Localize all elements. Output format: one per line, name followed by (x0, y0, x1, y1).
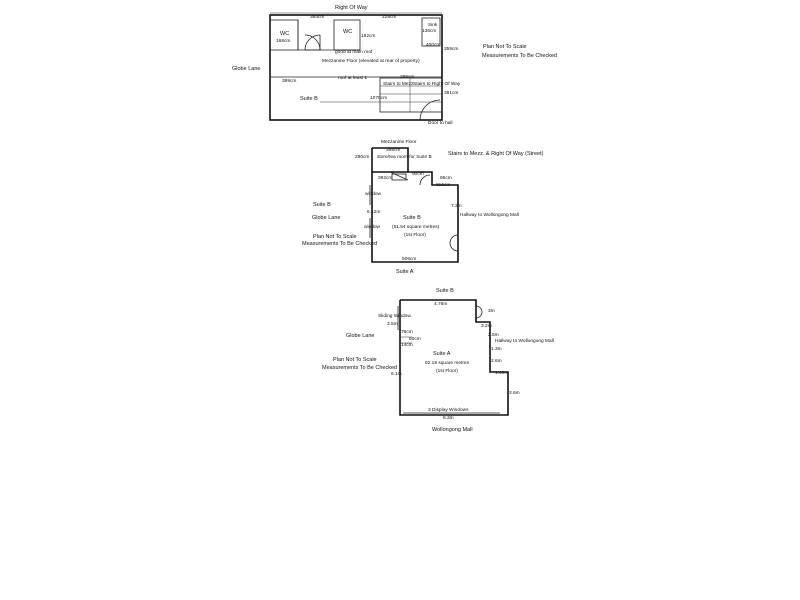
plan2-window-top-label: window (365, 191, 382, 197)
plan3-room-floor: (1st Floor) (436, 368, 458, 374)
plan3-dim-13: 1.3m (491, 346, 502, 352)
plan1-stairs-row: Stairs to Right Of Way (413, 81, 461, 87)
plan2-door-right (449, 234, 459, 252)
plan2-dim-816: 816cm (436, 182, 450, 188)
plan2-measurements: Measurements To Be Checked (302, 241, 377, 247)
plan1-dim-top-right: 228cm (382, 14, 396, 20)
plan1-door-swing-left (304, 34, 321, 51)
plan2-mezz-floor: Mezzanine Floor (381, 139, 417, 145)
plan1-mezz-note: Mezzanine Floor (elevated at rear of pro… (322, 58, 420, 64)
plan3-door-top (475, 305, 483, 319)
plan3-dim-35: 3.5m (387, 321, 398, 327)
plan2-room-floor: (1st Floor) (404, 232, 426, 238)
plan1-stairs (379, 77, 443, 113)
plan3-not-to-scale: Plan Not To Scale (333, 357, 377, 363)
plan1-not-to-scale: Plan Not To Scale (483, 44, 527, 50)
plan2-dim-86: 86cm (440, 175, 452, 181)
plan1-dim-top-left: 384cm (310, 14, 324, 20)
plan2-dim-506: 506cm (402, 256, 416, 262)
plan1-dim-381: 381cm (444, 90, 458, 96)
plan1-dim-1070: 1070cm (370, 95, 387, 101)
plan2-outline (371, 147, 459, 263)
plan3-dim-25: 2.5m (488, 332, 499, 338)
plan2-inner-ledge (389, 171, 409, 181)
plan1-door-swing-right (304, 34, 321, 51)
plan1-globe-lane: Globe Lane (232, 66, 260, 72)
plan1-wc-right-label: WC (343, 29, 352, 35)
plan2-dim-612: 6.12m (367, 209, 380, 215)
plan3-dim-476: 4.76m (434, 301, 447, 307)
plan3-dim-26: 2.6m (491, 358, 502, 364)
plan3-dim-3m: 3m (488, 308, 495, 314)
plan1-sink-box (421, 17, 441, 47)
plan3-dim-61: 6.1m (391, 371, 402, 377)
plan2-room-area: (51.54 square metres) (392, 224, 440, 230)
plan2-stairs-street: Stairs to Mezz. & Right Of Way (Street) (448, 151, 544, 157)
plan3-sliding-window-label: Sliding Window (378, 313, 411, 319)
plan1-roof-light: roof at least 1 (338, 75, 367, 81)
plan1-dim-wc: 168cm (276, 38, 290, 44)
plan2-dim-73: 7.3m (451, 203, 462, 209)
plan1-door-to-hall: Door to hall (428, 120, 453, 126)
plan2-hallway: Hallway to Wollongong Mall (460, 212, 519, 218)
plan1-dim-359: 359cm (444, 46, 458, 52)
plan1-main-roof: good at main roof (335, 49, 373, 55)
plan1-wc-left-label: WC (280, 31, 289, 37)
plan3-dim-140: 1.40m (495, 370, 508, 376)
plan2-window-bottom-label: window (364, 224, 381, 230)
plan1-right-of-way: Right Of Way (335, 5, 368, 11)
plan2-dim-392: 392cm (378, 175, 392, 181)
plan1-suite-b: Suite B (300, 96, 318, 102)
plan2-dim-290: 290cm (355, 154, 369, 160)
plan3-dim-36: 3.6m (509, 390, 520, 396)
plan-suite-b: Mezzanine Floor 398cm 290cm store/tea ro… (302, 139, 544, 275)
plan3-dim-63: 6.3m (443, 415, 454, 421)
plan2-suite-b-left: Suite B (313, 202, 331, 208)
plan1-sink: Sink (428, 22, 438, 28)
plan1-measurements: Measurements To Be Checked (482, 53, 557, 59)
plan2-not-to-scale: Plan Not To Scale (313, 234, 357, 240)
plan2-globe-lane: Globe Lane (312, 215, 340, 221)
plan3-display-windows-label: 3 Display Windows (428, 407, 469, 413)
plan2-suite-a: Suite A (396, 269, 414, 275)
plan3-measurements: Measurements To Be Checked (322, 365, 397, 371)
plan2-dim-398: 398cm (386, 147, 400, 153)
plan1-wc-right (333, 19, 361, 51)
plan3-outline (399, 299, 509, 416)
plan1-stairs-mezz: Stairs to Mezz (383, 81, 414, 87)
plan3-room-name: Suite A (433, 351, 451, 357)
plan3-room-area: 62.18 square metres (425, 360, 470, 366)
plan1-dim-400: 400cm (426, 42, 440, 48)
plan3-dim-32: 3.2m (481, 323, 492, 329)
plan1-dim-182: 182cm (361, 33, 375, 39)
plan3-dim-76: 76cm (401, 329, 413, 335)
plan2-wall-block (391, 173, 407, 181)
plan3-suite-b: Suite B (436, 288, 454, 294)
plan3-dim-14: 14cm (401, 342, 413, 348)
plan2-store-room: store/tea room for Suite B (377, 154, 432, 160)
plan1-outline (269, 14, 443, 121)
plan1-dim-sink: 136cm (422, 28, 436, 34)
plan1-dim-389: 389cm (282, 78, 296, 84)
plan2-dim-90: 90cm (412, 171, 424, 177)
plan-ground-floor: Right Of Way 384cm 228cm WC 168cm WC 182… (232, 5, 557, 126)
plan1-dim-269: 269cm (400, 74, 414, 80)
plan2-room-name: Suite B (403, 215, 421, 221)
plan2-door-top (419, 174, 431, 186)
plan3-dim-60: 60cm (409, 336, 421, 342)
plan3-globe-lane: Globe Lane (346, 333, 374, 339)
plan3-wollongong-mall: Wollongong Mall (432, 427, 473, 433)
plan3-hallway: Hallway to Wollongong Mall (495, 338, 554, 344)
plan-suite-a: Suite B 4.76m 3m Sliding Window 3.5m 3.2… (322, 288, 554, 433)
plan1-door-hall (419, 99, 441, 121)
